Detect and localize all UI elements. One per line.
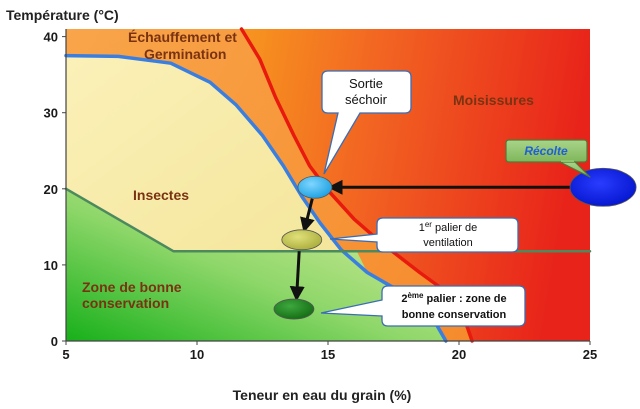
callout-premier-palier: 1er palier de ventilation <box>329 217 519 253</box>
callout-palier1-rest: palier de <box>432 222 477 234</box>
callout-palier1-line2: ventilation <box>423 237 473 249</box>
zone-label-germination-1: Échauffement et <box>128 29 237 45</box>
callout-palier2-sup: ème <box>407 291 424 300</box>
y-tick-label: 40 <box>44 30 58 45</box>
y-tick-label: 30 <box>44 106 58 121</box>
zone-label-conservation-2: conservation <box>82 295 169 311</box>
x-tick-label: 25 <box>583 347 597 362</box>
callout-recolte: Récolte <box>505 139 591 178</box>
flow-arrow <box>300 198 315 233</box>
markers <box>273 167 637 320</box>
marker-deuxieme-palier <box>273 298 315 320</box>
callout-palier2-line1: 2ème palier : zone de <box>401 291 506 305</box>
callout-palier1-line1: 1er palier de <box>419 220 478 234</box>
callout-palier2-line2: bonne conservation <box>402 309 507 321</box>
callout-recolte-label: Récolte <box>524 144 568 158</box>
x-axis-title: Teneur en eau du grain (%) <box>233 387 412 403</box>
marker-sortie-sechoir <box>297 175 333 199</box>
callout-palier1-sup: er <box>425 220 432 229</box>
callout-palier2-num: 2 <box>401 293 407 305</box>
zone-label-insectes: Insectes <box>133 187 189 203</box>
y-tick-label: 10 <box>44 258 58 273</box>
marker-recolte <box>569 167 637 207</box>
zone-label-conservation-1: Zone de bonne <box>82 279 182 295</box>
arrows <box>289 179 590 302</box>
x-tick-label: 20 <box>452 347 466 362</box>
zone-label-moisissures: Moisissures <box>453 92 534 108</box>
callout-deuxieme-palier: 2ème palier : zone de bonne conservation <box>320 285 526 327</box>
callout-sortie-line2: séchoir <box>345 92 388 107</box>
flow-arrow <box>289 251 305 302</box>
x-tick-label: 15 <box>321 347 335 362</box>
zone-bonne-conservation <box>66 188 446 341</box>
y-axis-title: Température (°C) <box>6 7 119 23</box>
callout-palier1-num: 1 <box>419 222 425 234</box>
y-tick-label: 20 <box>44 182 58 197</box>
zone-label-germination-2: Germination <box>144 46 226 62</box>
axis-ticks: 5 10 15 20 25 0 10 20 30 40 <box>44 30 598 362</box>
x-tick-label: 5 <box>62 347 69 362</box>
callout-palier2-rest: palier : zone de <box>424 293 507 305</box>
callout-sortie-line1: Sortie <box>349 76 383 91</box>
marker-premier-palier <box>281 229 323 251</box>
callout-sortie-sechoir: Sortie séchoir <box>321 70 412 175</box>
y-tick-label: 0 <box>51 334 58 349</box>
x-tick-label: 10 <box>190 347 204 362</box>
